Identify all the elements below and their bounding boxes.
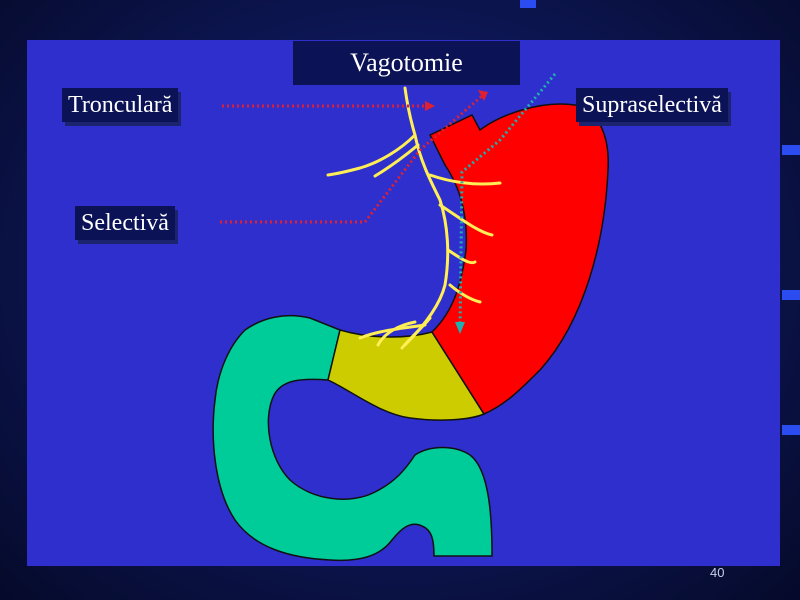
label-superselective: Supraselectivă bbox=[576, 88, 728, 122]
duodenum-shape bbox=[212, 314, 493, 562]
page-number: 40 bbox=[710, 565, 725, 580]
slide-title: Vagotomie bbox=[293, 41, 520, 85]
label-selective: Selectivă bbox=[75, 206, 175, 240]
decorative-bar-right-2 bbox=[782, 290, 800, 300]
label-truncal: Tronculară bbox=[62, 88, 179, 122]
decorative-bar-right-3 bbox=[782, 425, 800, 435]
vagus-nerve bbox=[326, 86, 502, 350]
superselective-arrow bbox=[455, 73, 557, 334]
truncal-arrow bbox=[222, 101, 435, 111]
selective-arrow bbox=[220, 90, 488, 224]
decorative-bar-right-1 bbox=[782, 145, 800, 155]
stomach-shape bbox=[428, 103, 609, 415]
decorative-bar-top bbox=[520, 0, 536, 8]
